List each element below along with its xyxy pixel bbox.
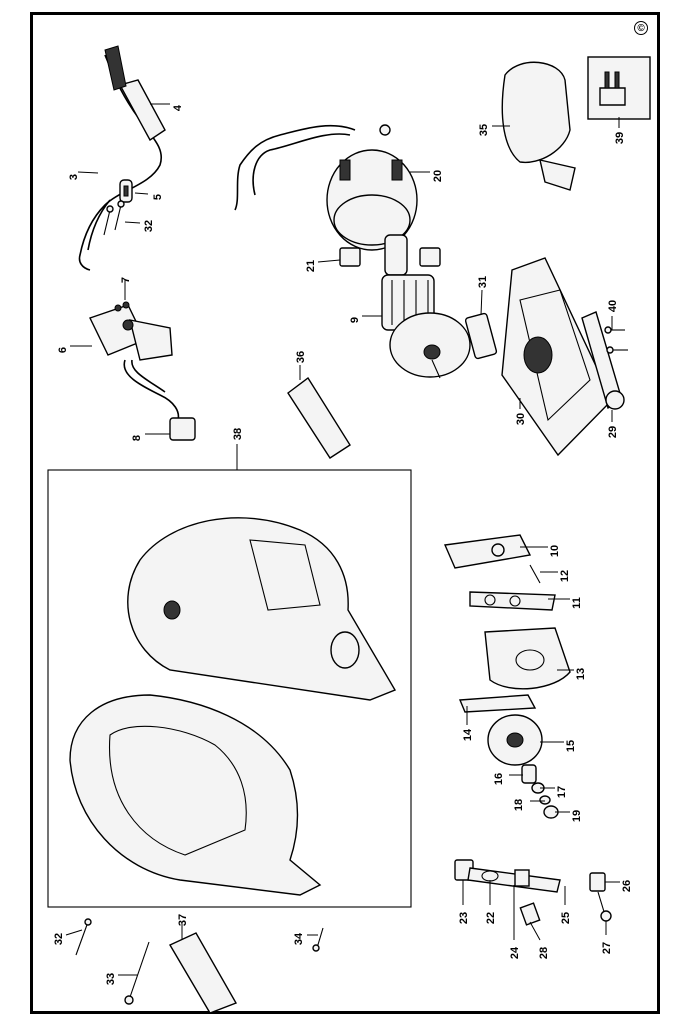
label-35: 35	[478, 124, 490, 136]
warning-label-36	[287, 376, 351, 459]
base-shoe	[501, 257, 613, 457]
counterweight-13	[484, 627, 571, 690]
part-labels: 3 4 5 32 7 6 8 20 21 9 31 35 39 40 30 29…	[53, 104, 633, 985]
label-7: 7	[120, 277, 132, 283]
plunger-guide-10	[443, 534, 532, 569]
armature	[381, 234, 471, 379]
label-5: 5	[152, 194, 164, 200]
blade-clamp-26-27	[589, 872, 612, 922]
label-36: 36	[295, 351, 307, 363]
label-6: 6	[57, 347, 69, 353]
small-parts-16-19	[521, 764, 559, 819]
leader-lines	[65, 103, 620, 976]
brush-holders	[339, 247, 441, 267]
label-32a: 32	[143, 220, 155, 232]
label-11: 11	[571, 597, 583, 609]
copyright-mark: ©	[634, 21, 648, 35]
plug-adapter	[587, 56, 651, 120]
label-15: 15	[565, 740, 577, 752]
label-19: 19	[571, 810, 583, 822]
label-28: 28	[538, 947, 550, 959]
label-27: 27	[601, 942, 613, 954]
label-3: 3	[68, 174, 80, 180]
gear-15	[487, 714, 543, 766]
cord-clamp	[119, 179, 133, 203]
label-4: 4	[172, 104, 184, 111]
housing-right	[127, 517, 397, 701]
warning-label-37	[169, 932, 238, 1014]
field-stator	[234, 124, 418, 251]
clamp-screws	[103, 200, 125, 236]
shoe-lever	[581, 311, 625, 410]
label-33: 33	[105, 973, 117, 985]
plate-11	[469, 591, 556, 611]
label-39: 39	[614, 132, 626, 144]
label-22: 22	[485, 912, 497, 924]
label-30: 30	[515, 413, 527, 425]
label-12: 12	[559, 570, 571, 582]
label-32b: 32	[53, 933, 65, 945]
label-16: 16	[493, 773, 505, 785]
housing-left	[69, 694, 322, 896]
switch-assembly	[89, 301, 196, 441]
label-25: 25	[560, 912, 572, 924]
bracket-plate	[464, 312, 498, 360]
label-8: 8	[131, 435, 143, 441]
blade-guard	[501, 61, 576, 191]
pin-12	[529, 564, 541, 584]
label-10: 10	[549, 545, 561, 557]
label-26: 26	[621, 880, 633, 892]
housing-assembly-box	[47, 469, 412, 908]
label-21: 21	[305, 260, 317, 272]
label-18: 18	[513, 799, 525, 811]
label-38: 38	[232, 428, 244, 440]
screw-33	[124, 941, 150, 1005]
label-24: 24	[509, 946, 521, 959]
label-13: 13	[575, 668, 587, 680]
screw-32b	[75, 918, 92, 956]
shoe-screws	[604, 326, 628, 354]
label-37: 37	[177, 914, 189, 926]
label-31: 31	[477, 276, 489, 288]
label-9: 9	[349, 317, 361, 323]
diagram-frame	[30, 12, 660, 1014]
label-23: 23	[458, 912, 470, 924]
label-29: 29	[607, 426, 619, 438]
power-cord	[78, 45, 166, 271]
blade-support-14	[458, 694, 537, 713]
label-17: 17	[556, 786, 568, 798]
label-14: 14	[462, 728, 474, 741]
screw-34	[312, 927, 324, 952]
label-20: 20	[432, 170, 444, 182]
plunger-assembly-22-25	[454, 859, 561, 926]
label-34: 34	[293, 932, 305, 945]
label-40: 40	[607, 300, 619, 312]
